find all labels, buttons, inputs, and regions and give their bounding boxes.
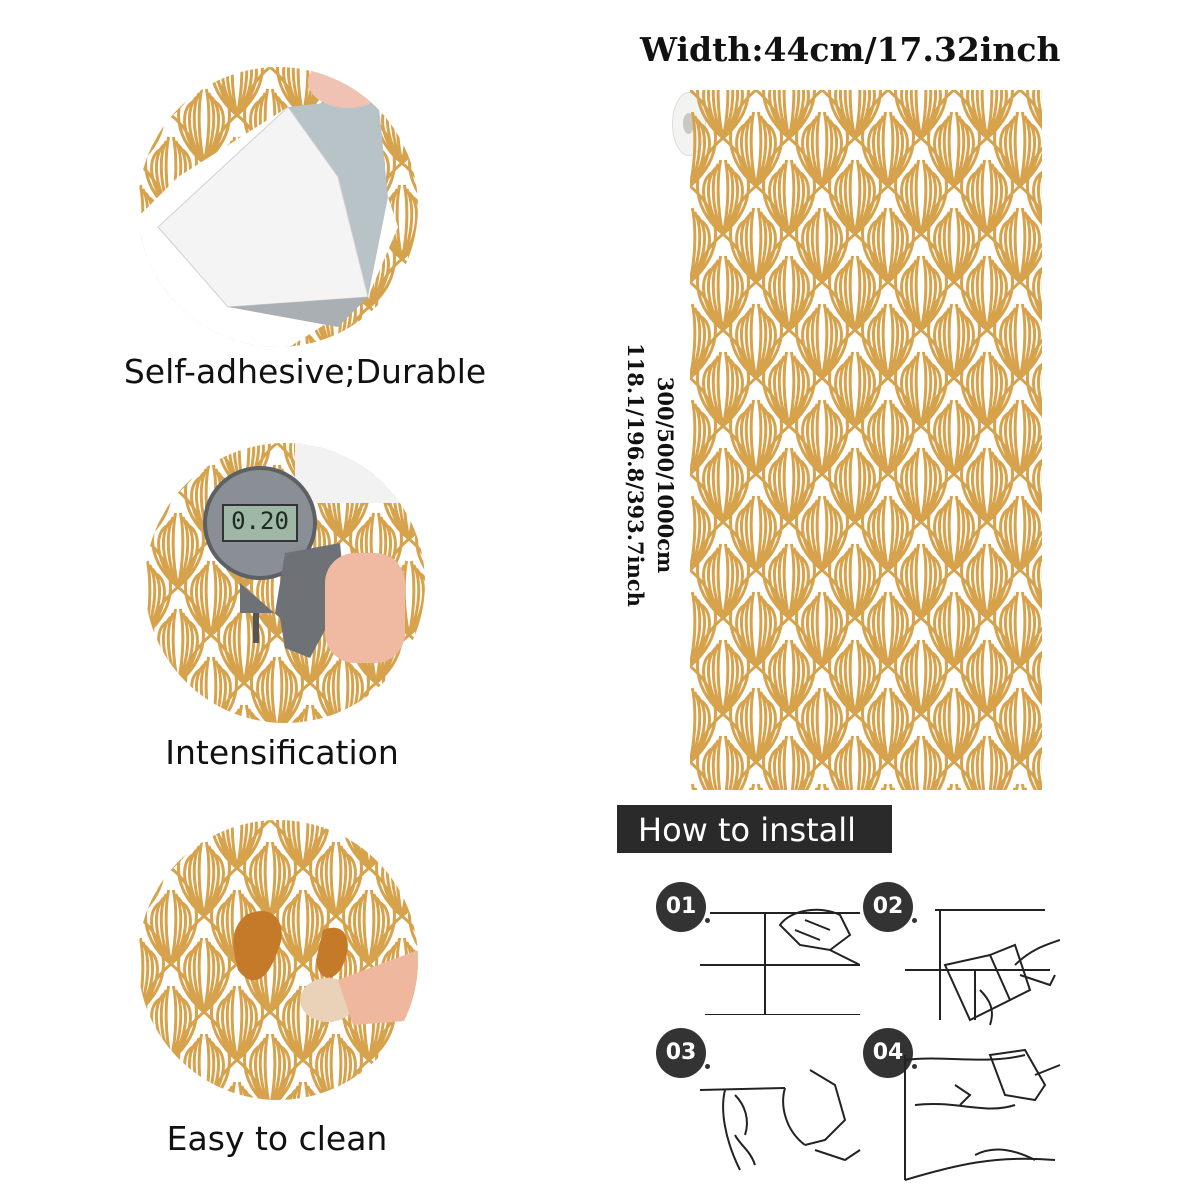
step-4-dot: [912, 1064, 917, 1069]
step-3-dot: [705, 1064, 710, 1069]
feature-label-intensification: Intensification: [165, 733, 399, 772]
roll-length-cm: 300/500/1000cm: [653, 376, 678, 574]
roll-core: [683, 113, 694, 134]
peel-backing-icon: [699, 1069, 861, 1171]
step-1-badge: 01: [656, 882, 706, 932]
step-2-badge: 02: [863, 882, 913, 932]
feature-self-adhesive-image: [138, 67, 418, 347]
wipe-clean-icon: [233, 910, 418, 1025]
step-2-dot: [912, 918, 917, 923]
smooth-apply-icon: [904, 1048, 1061, 1181]
cut-paper-icon: [905, 909, 1060, 1026]
feature-label-easy-clean: Easy to clean: [166, 1119, 388, 1158]
feature-label-self-adhesive: Self-adhesive;Durable: [123, 352, 487, 391]
peeling-sticker-icon: [138, 67, 398, 347]
how-to-install-banner: [617, 805, 892, 853]
gauge-reading: 0.20: [231, 507, 289, 535]
roll-length-inch: 118.1/196.8/393.7inch: [623, 343, 648, 607]
roll-width-label: Width:44cm/17.32inch: [640, 30, 1061, 69]
step-1-dot: [705, 918, 710, 923]
how-to-install-title: How to install: [638, 811, 857, 849]
gold-leaf-pattern-lines: [690, 90, 1042, 790]
step-3-badge: 03: [656, 1028, 706, 1078]
gold-leaf-pattern: [690, 90, 1042, 790]
feature-easy-clean-image: [138, 820, 418, 1100]
wipe-wall-icon: [700, 908, 860, 1015]
wallpaper-roll: [690, 90, 1042, 790]
thickness-gauge-icon: [203, 443, 425, 663]
step-4-badge: 04: [863, 1028, 913, 1078]
feature-intensification-image: 0.20: [145, 443, 425, 723]
